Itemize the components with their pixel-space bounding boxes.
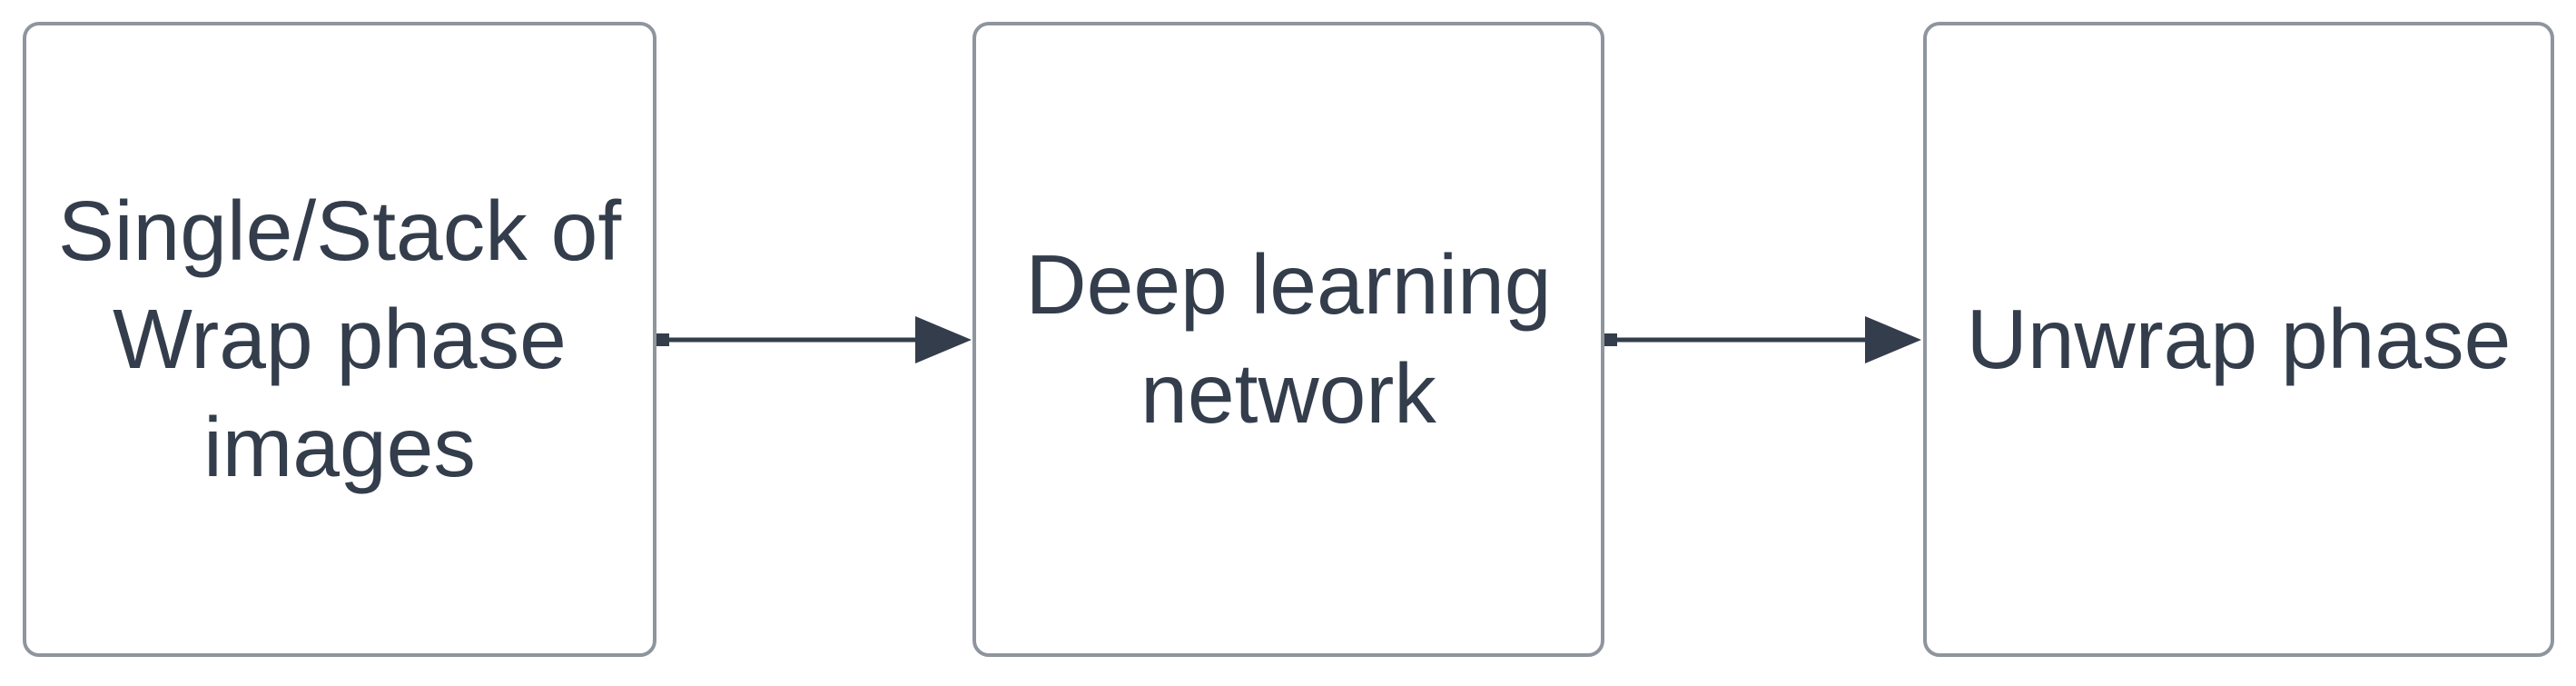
arrow-tail-nub (656, 333, 669, 346)
node-wrap-phase-images-label: Single/Stack of Wrap phase images (57, 183, 622, 495)
node-deep-learning-network-label: Deep learning network (1025, 237, 1552, 441)
arrow-input-to-network (656, 316, 972, 363)
arrowhead-icon (915, 316, 972, 363)
node-deep-learning-network: Deep learning network (972, 22, 1604, 657)
node-unwrap-phase: Unwrap phase (1923, 22, 2554, 657)
arrow-network-to-output (1604, 316, 1921, 363)
arrowhead-icon (1865, 316, 1921, 363)
arrow-tail-nub (1604, 333, 1617, 346)
node-unwrap-phase-label: Unwrap phase (1966, 291, 2512, 386)
node-wrap-phase-images: Single/Stack of Wrap phase images (23, 22, 656, 657)
